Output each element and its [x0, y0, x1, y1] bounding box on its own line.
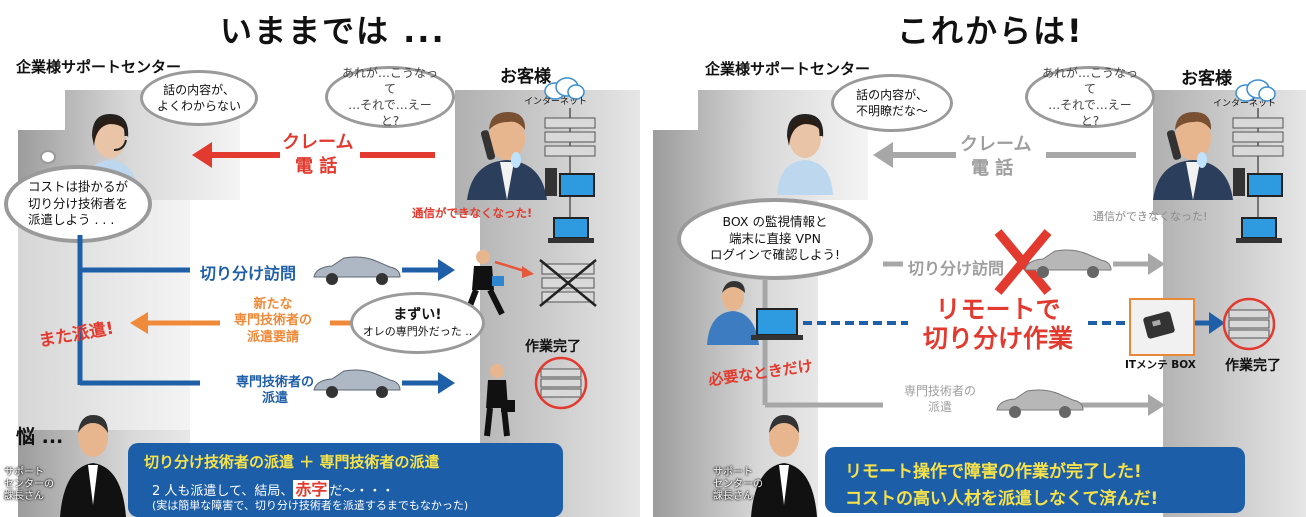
right-panel-after: これからは! 企業様サポートセンター お客様 インターネット 話の内容が、 不明… [653, 0, 1306, 517]
left-engineer-walking-icon [463, 250, 505, 318]
left-title: いままでは ... [220, 12, 446, 50]
left-done-server-icon [534, 356, 588, 410]
left-claim-label-1: クレーム [282, 132, 354, 153]
right-customer-bubble-text: あれが…こうなって …それで…えーと? [1041, 65, 1138, 129]
left-visit-label: 切り分け訪問 [200, 264, 297, 283]
right-remote-text: リモートで 切り分け作業 [908, 295, 1088, 354]
left-network-equipment [544, 108, 596, 243]
right-car-icon-2 [996, 389, 1084, 418]
right-operator-bubble-text: 話の内容が、 不明瞭だな〜 [855, 87, 928, 118]
right-comm-error: 通信ができなくなった! [1093, 210, 1208, 223]
left-cost-bubble-text: コストは掛かるが 切り分け技術者を 派遣しよう . . . [27, 178, 128, 228]
right-banner: リモート操作で障害の作業が完了した! コストの高い人材を派遣しなくて済んだ! [825, 447, 1245, 513]
left-request-line-1: 新たな [253, 297, 293, 312]
right-customer-label: お客様 [1181, 69, 1232, 89]
right-claim-label-1: クレーム [960, 134, 1032, 155]
left-banner-line-2-pre: 2 人も派遣して、結局、 [152, 484, 294, 499]
left-specialist-text: 専門技術者の 派遣 [215, 375, 335, 408]
left-work-done: 作業完了 [525, 339, 581, 355]
right-specialist-text: 専門技術者の 派遣 [885, 384, 995, 415]
left-worry: 悩 ... [16, 426, 64, 448]
right-operator-laptop-icon [707, 281, 803, 345]
left-banner-line-1: 切り分け技術者の派遣 ＋ 専門技術者の派遣 [144, 453, 440, 471]
left-manager-line-2: センターの [4, 479, 54, 490]
right-internet-label: インターネット [1213, 99, 1277, 109]
left-car-icon-1 [313, 256, 401, 285]
right-done-server-icon [1222, 297, 1276, 351]
left-operator-bubble: 話の内容が、 よくわからない [140, 70, 258, 126]
thought-dot [40, 150, 56, 164]
right-title: これからは! [897, 12, 1084, 50]
right-customer-man-icon [1153, 112, 1233, 200]
internet-cloud-icon [544, 77, 585, 100]
left-banner-line-2: 2 人も派遣して、結局、赤字だ〜・・・ [152, 476, 394, 500]
right-flow-lines [762, 229, 1225, 416]
right-claim-label-2: 電 話 [971, 158, 1014, 179]
left-customer-label: お客様 [500, 67, 551, 87]
left-manager-label: サポート センターの 課長さん [4, 467, 54, 503]
right-manager-line-3: 課長さん [713, 491, 753, 502]
left-claim-label-2: 電 話 [295, 156, 338, 177]
right-remote-line-1: リモートで [935, 295, 1061, 324]
right-specialist-line-1: 専門技術者の [903, 384, 976, 398]
left-banner-red: 赤字 [293, 480, 330, 499]
left-comm-error: 通信ができなくなった! [412, 206, 533, 220]
it-mente-box-device-icon [1143, 311, 1175, 339]
right-center-label: 企業様サポートセンター [705, 60, 871, 78]
left-specialist-icon [484, 364, 515, 437]
right-manager-line-2: センターの [713, 479, 763, 490]
left-mazui-bubble: まずい! オレの専門外だった .. [350, 292, 485, 354]
right-operator-bubble: 話の内容が、 不明瞭だな〜 [831, 74, 953, 132]
it-mente-box [1129, 298, 1195, 356]
left-specialist-line-2: 派遣 [261, 391, 288, 407]
left-customer-bubble: あれが…こうなって …それで…えーと? [325, 66, 455, 128]
left-banner: 切り分け技術者の派遣 ＋ 専門技術者の派遣 2 人も派遣して、結局、赤字だ〜・・… [128, 443, 563, 517]
right-specialist-line-2: 派遣 [927, 399, 952, 414]
right-visit-label: 切り分け訪問 [908, 259, 1005, 278]
customer-man-icon [467, 112, 547, 200]
left-flow-lines [77, 235, 534, 394]
left-panel-before: いままでは ... 企業様サポートセンター お客様 インターネット [4, 12, 640, 517]
left-internet-label: インターネット [524, 97, 588, 107]
left-request-line-2: 専門技術者の [233, 313, 312, 329]
right-operator-woman-icon [777, 114, 833, 195]
left-mazui-line-1: まずい! [393, 307, 442, 324]
right-network-equipment [1232, 108, 1284, 243]
right-banner-line-2: コストの高い人材を派遣しなくて済んだ! [845, 489, 1159, 509]
left-manager-icon [60, 415, 126, 517]
right-claim-arrow [873, 142, 1136, 168]
right-customer-bubble: あれが…こうなって …それで…えーと? [1025, 66, 1155, 128]
left-request-text: 新たな 専門技術者の 派遣要請 [218, 297, 328, 346]
left-mazui-line-2: オレの専門外だった .. [362, 325, 473, 339]
left-claim-arrow [192, 142, 435, 168]
right-internet-cloud-icon [1235, 79, 1276, 102]
right-box-bubble: BOX の監視情報と 端末に直接 VPN ログインで確認しよう! [677, 198, 873, 280]
right-car-icon-1 [1024, 249, 1112, 278]
left-operator-bubble-text: 話の内容が、 よくわからない [156, 82, 241, 113]
right-banner-line-1: リモート操作で障害の作業が完了した! [845, 462, 1142, 482]
left-manager-line-3: 課長さん [4, 491, 44, 502]
right-manager-label: サポート センターの 課長さん [713, 467, 763, 503]
right-manager-icon [751, 415, 817, 517]
right-box-bubble-text: BOX の監視情報と 端末に直接 VPN ログインで確認しよう! [709, 213, 840, 263]
right-remote-line-2: 切り分け作業 [922, 323, 1073, 353]
right-manager-line-1: サポート [713, 467, 753, 478]
left-car-icon-2 [313, 369, 401, 398]
left-banner-line-3: (実は簡単な障害で、切り分け技術者を派遣するまでもなかった) [152, 499, 469, 512]
left-specialist-line-1: 専門技術者の [235, 375, 314, 390]
left-customer-bubble-text: あれが…こうなって …それで…えーと? [341, 65, 438, 129]
right-box-label: ITメンテ BOX [1125, 359, 1196, 371]
right-work-done: 作業完了 [1225, 358, 1281, 374]
left-broken-server-icon [539, 259, 597, 307]
left-request-line-3: 派遣要請 [246, 329, 299, 345]
left-banner-line-2-post: だ〜・・・ [329, 484, 395, 499]
left-center-label: 企業様サポートセンター [16, 58, 182, 76]
left-manager-line-1: サポート [4, 467, 44, 478]
